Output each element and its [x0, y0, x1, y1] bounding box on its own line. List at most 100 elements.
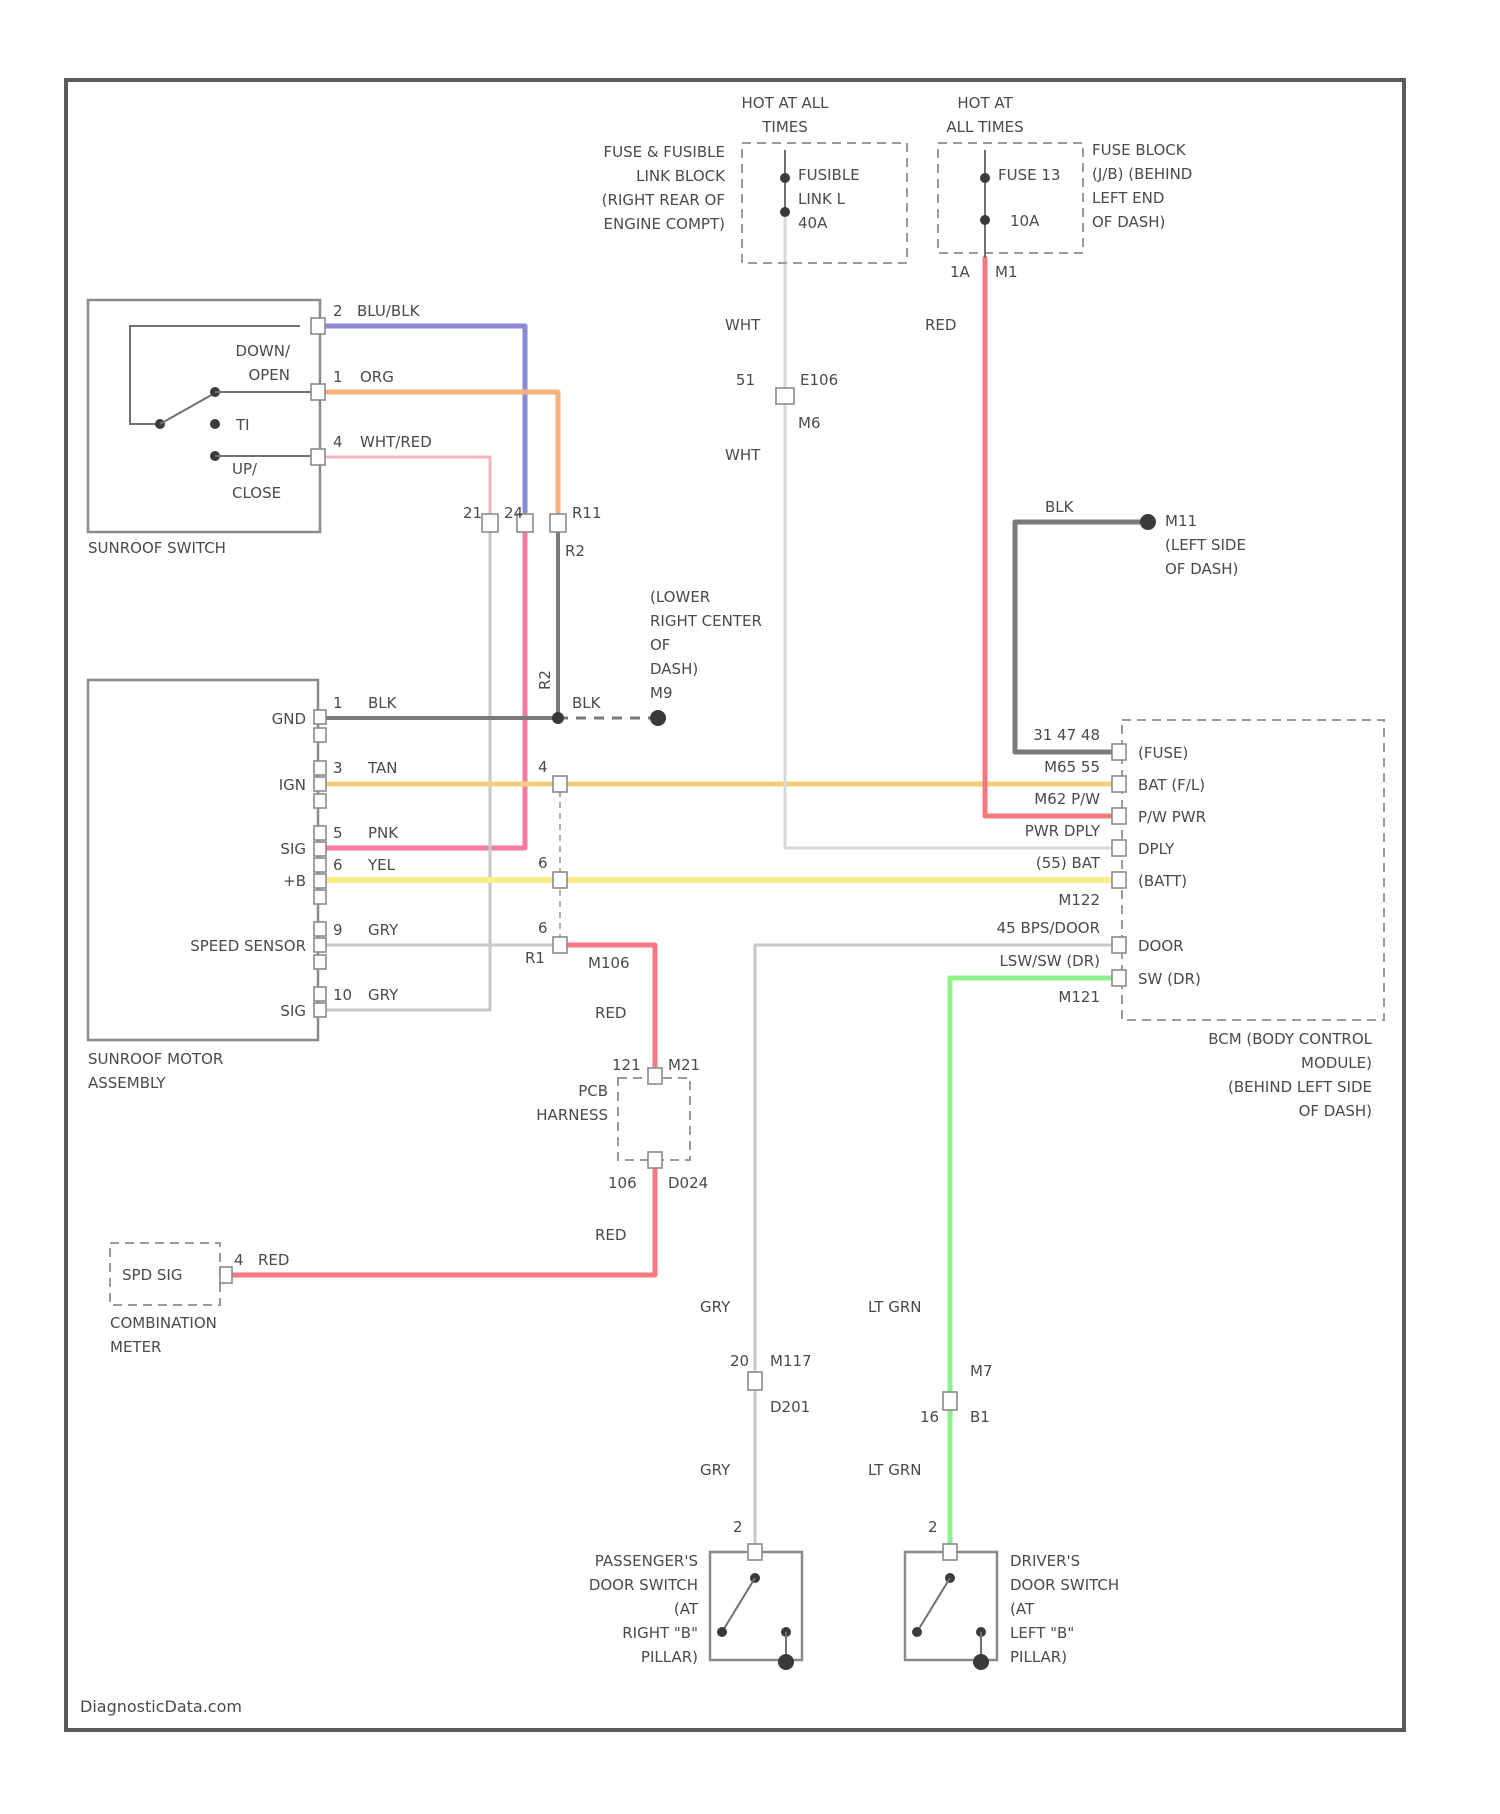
m11-line-1: M11 [1165, 512, 1197, 530]
bcm-pin-bat-fl: BAT (F/L) [1138, 776, 1205, 794]
fusible-hot-label-1: HOT AT ALL [741, 94, 829, 112]
bcm-pin-door: DOOR [1138, 937, 1184, 955]
bcm-left-1: 31 47 48 [1033, 726, 1100, 744]
blk-ground-label: BLK [572, 694, 602, 712]
fusible-link-label-2: LINK L [798, 190, 846, 208]
bcm-pin-batt: (BATT) [1138, 872, 1187, 890]
meter-name-1: COMBINATION [110, 1314, 217, 1332]
fusible-link-label-1: FUSIBLE [798, 166, 860, 184]
red-r-label-2: RED [595, 1226, 626, 1244]
fuse-13-label: FUSE 13 [998, 166, 1060, 184]
bcm-left-3: M62 P/W [1034, 790, 1100, 808]
motor-name-1: SUNROOF MOTOR [88, 1050, 223, 1068]
switch-down-open-1: DOWN/ [236, 342, 291, 360]
meter-spd-sig: SPD SIG [122, 1266, 182, 1284]
fusible-hot-label-2: TIMES [761, 118, 808, 136]
r1-gry-pin: 6 [538, 919, 548, 937]
ltgrn-label-2: LT GRN [868, 1461, 922, 1479]
switch-ti: TI [235, 416, 250, 434]
wire-red-pcb [230, 1165, 655, 1275]
combination-meter: SPD SIG 4 RED COMBINATION METER [110, 1243, 289, 1356]
red-fuse-label: RED [925, 316, 956, 334]
sw-pin2-color: BLU/BLK [357, 302, 421, 320]
m9-line-2: RIGHT CENTER [650, 612, 762, 630]
fuse-13-amps: 10A [1010, 212, 1040, 230]
motor-b-label: +B [283, 872, 306, 890]
m-pin9-num: 9 [333, 921, 343, 939]
bcm-left-4: PWR DPLY [1025, 822, 1101, 840]
sw-pin2-num: 2 [333, 302, 343, 320]
ltgrn-label-1: LT GRN [868, 1298, 922, 1316]
m117-sub: D201 [770, 1398, 810, 1416]
m9-line-3: OF [650, 636, 670, 654]
m-pin9-color: GRY [368, 921, 399, 939]
m-pin5-num: 5 [333, 824, 343, 842]
ground-m11: BLK M11 (LEFT SIDE OF DASH) [1045, 498, 1246, 578]
motor-speed-sensor-label: SPEED SENSOR [190, 937, 306, 955]
pcb-top-name: M21 [668, 1056, 700, 1074]
m-pin10-num: 10 [333, 986, 352, 1004]
passenger-door-switch: 2 PASSENGER'S DOOR SWITCH (AT RIGHT "B" … [589, 1518, 802, 1670]
connector-e106: 51 E106 M6 [736, 371, 838, 432]
motor-ign-label: IGN [279, 776, 306, 794]
fuse-block-pin: 1A [950, 263, 971, 281]
connector-r1: 4 6 6 R1 M106 RED [525, 758, 630, 1022]
m-pin3-num: 3 [333, 759, 343, 777]
pcb-name-1: PCB [578, 1082, 608, 1100]
sw-pin4-num: 4 [333, 433, 343, 451]
meter-pin-num: 4 [234, 1251, 244, 1269]
m-pin10-color: GRY [368, 986, 399, 1004]
m-pin6-color: YEL [367, 856, 396, 874]
blk-m11-label: BLK [1045, 498, 1075, 516]
m9-line-1: (LOWER [650, 588, 710, 606]
bcm-pin-sw-dr: SW (DR) [1138, 970, 1201, 988]
wht-label-top: WHT [725, 316, 761, 334]
m117-name: M117 [770, 1352, 812, 1370]
m-pin1-num: 1 [333, 694, 343, 712]
fuse-block: HOT AT ALL TIMES FUSE 13 10A FUSE BLOCK … [938, 94, 1192, 281]
m11-line-2: (LEFT SIDE [1165, 536, 1246, 554]
r11-name: R11 [572, 504, 602, 522]
switch-up-close-2: CLOSE [232, 484, 281, 502]
r11-pin-24: 24 [504, 504, 523, 522]
switch-up-close-1: UP/ [232, 460, 258, 478]
wire-org [320, 392, 558, 512]
bcm-left-8: LSW/SW (DR) [999, 952, 1100, 970]
pass-pin: 2 [733, 1518, 743, 1536]
connector-m7: M7 16 B1 [920, 1362, 993, 1426]
fuse-block-name-2: (J/B) (BEHIND [1092, 165, 1192, 183]
driver-door-switch: 2 DRIVER'S DOOR SWITCH (AT LEFT "B" PILL… [905, 1518, 1119, 1670]
bcm-terminals [1112, 744, 1126, 986]
sw-pin1-color: ORG [360, 368, 394, 386]
drv-name-3: (AT [1010, 1600, 1035, 1618]
wire-ltgrn [950, 978, 1115, 1550]
gry-label-2: GRY [700, 1461, 731, 1479]
wire-blu-blk [320, 326, 525, 512]
pcb-harness: 121 M21 PCB HARNESS 106 D024 RED [536, 1056, 708, 1244]
pcb-bottom-pin: 106 [608, 1174, 637, 1192]
wire-gry-door [755, 945, 1115, 1550]
bcm-name-3: (BEHIND LEFT SIDE [1228, 1078, 1372, 1096]
m11-line-3: OF DASH) [1165, 560, 1238, 578]
pcb-name-2: HARNESS [536, 1106, 608, 1124]
drv-name-1: DRIVER'S [1010, 1552, 1080, 1570]
gry-label-1: GRY [700, 1298, 731, 1316]
pass-name-4: RIGHT "B" [622, 1624, 698, 1642]
m9-line-5: M9 [650, 684, 673, 702]
fusible-block-name-4: ENGINE COMPT) [604, 215, 726, 233]
fuse-block-name-3: LEFT END [1092, 189, 1164, 207]
meter-name-2: METER [110, 1338, 161, 1356]
bcm-left-6: M122 [1058, 891, 1100, 909]
bcm-pin-fuse: (FUSE) [1138, 744, 1188, 762]
m-pin6-num: 6 [333, 856, 343, 874]
motor-sig2-label: SIG [280, 1002, 306, 1020]
r11-r2: R2 [565, 542, 585, 560]
bcm-pin-pw-pwr: P/W PWR [1138, 808, 1206, 826]
m-pin1-color: BLK [368, 694, 398, 712]
switch-down-open-2: OPEN [248, 366, 290, 384]
fusible-link-block: HOT AT ALL TIMES FUSE & FUSIBLE LINK BLO… [602, 94, 907, 263]
bcm-left-5: (55) BAT [1036, 854, 1101, 872]
bcm-pin-dply: DPLY [1138, 840, 1175, 858]
fuse-block-conn: M1 [995, 263, 1018, 281]
m7-pin: 16 [920, 1408, 939, 1426]
